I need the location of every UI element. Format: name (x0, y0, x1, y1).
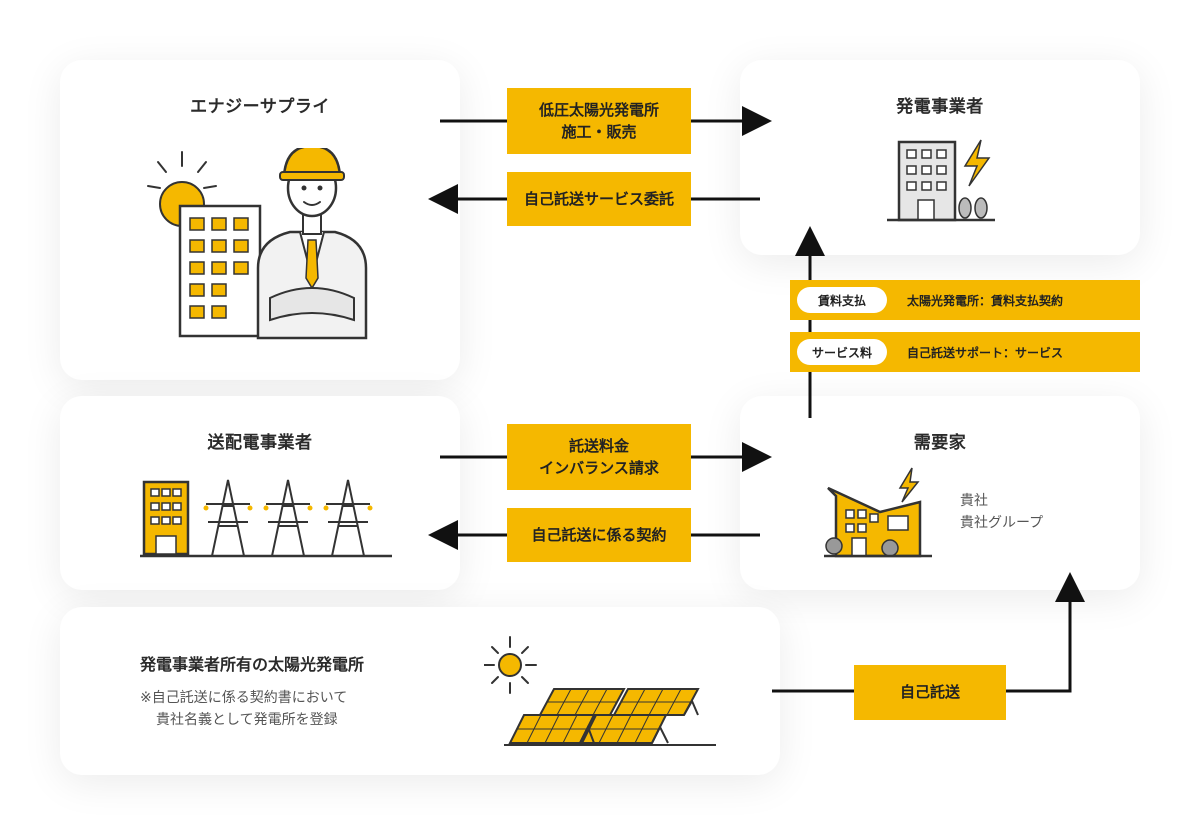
generator-title: 発電事業者 (896, 97, 984, 117)
sun-icon (484, 636, 537, 694)
payment-bar-rent: 賃料支払 太陽光発電所：賃料支払契約 (790, 280, 1140, 320)
office-building-icon (887, 139, 995, 222)
construction-line-1: 低圧太陽光発電所 (538, 100, 659, 119)
lightning-icon (898, 467, 920, 503)
card-energy-supply: エナジーサプライ (60, 60, 460, 380)
label-wheeling-fee: 託送料金 インバランス請求 (507, 424, 691, 490)
label-service-contract: 自己託送サービス委託 (507, 172, 691, 226)
plant-note-line-2: 貴社名義として発電所を登録 (156, 712, 338, 728)
consumer-line-1: 貴社 (960, 493, 988, 509)
solar-panel-illustration (484, 636, 716, 746)
house-icon (824, 467, 932, 558)
consumer-line-2: 貴社グループ (960, 515, 1044, 531)
energy-supply-title: エナジーサプライ (190, 97, 330, 117)
card-generator: 発電事業者 (740, 60, 1140, 255)
payment-tag-service: サービス料 (797, 339, 887, 365)
sun-icon (147, 151, 217, 189)
payment-bar-service: サービス料 自己託送サポート：サービス (790, 332, 1140, 372)
transmission-title: 送配電事業者 (207, 433, 313, 453)
payment-text-service: 自己託送サポート：サービス (907, 345, 1064, 360)
card-plant: 発電事業者所有の太陽光発電所 ※自己託送に係る契約書において 貴社名義として発電… (60, 607, 780, 775)
lightning-icon (963, 139, 991, 187)
payment-tag-rent: 賃料支払 (797, 287, 887, 313)
card-transmission: 送配電事業者 (60, 396, 460, 590)
power-tower-illustration (140, 479, 392, 558)
service-contract-text: 自己託送サービス委託 (523, 189, 674, 208)
self-wheeling-text: 自己託送 (899, 683, 960, 702)
label-wheeling-contract: 自己託送に係る契約 (507, 508, 691, 562)
helmet-icon (282, 148, 342, 178)
card-consumer: 需要家 貴社 貴社グループ (740, 396, 1140, 590)
label-self-wheeling: 自己託送 (854, 665, 1006, 720)
wheeling-fee-line-2: インバランス請求 (539, 459, 659, 477)
wheeling-fee-line-1: 託送料金 (568, 436, 629, 455)
wheeling-contract-text: 自己託送に係る契約 (531, 525, 667, 544)
worker-building-illustration (147, 148, 368, 340)
construction-line-2: 施工・販売 (561, 123, 637, 141)
consumer-title: 需要家 (913, 433, 967, 453)
label-construction: 低圧太陽光発電所 施工・販売 (507, 88, 691, 154)
plant-title: 発電事業者所有の太陽光発電所 (140, 655, 365, 674)
plant-note-line-1: ※自己託送に係る契約書において (140, 690, 348, 706)
payment-text-rent: 太陽光発電所：賃料支払契約 (907, 293, 1064, 308)
